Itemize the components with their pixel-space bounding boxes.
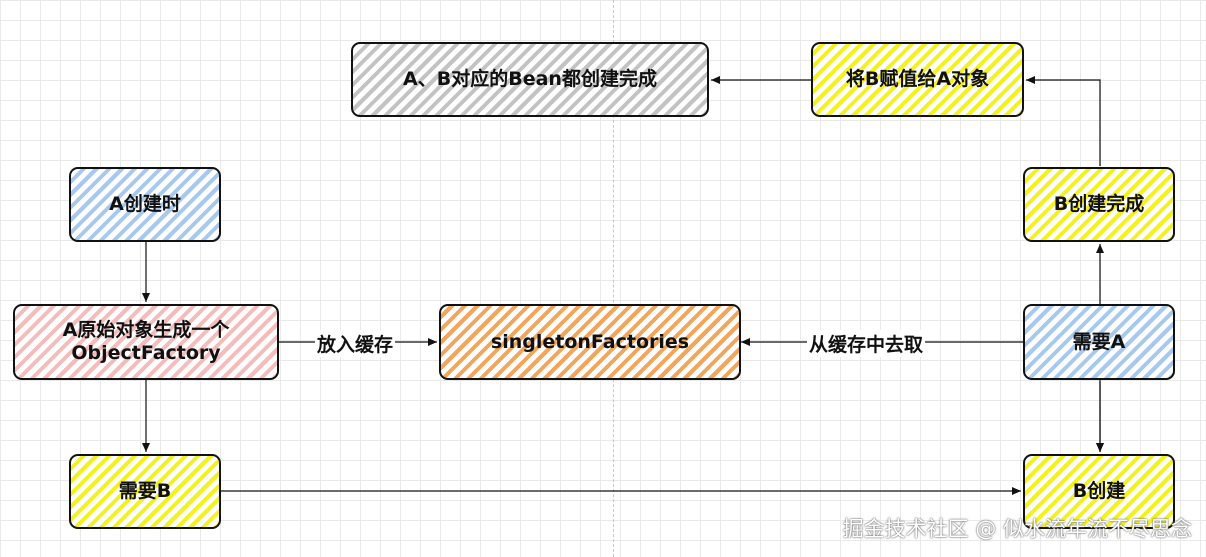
node-need-b-label: 需要B: [118, 480, 172, 503]
node-a-objectfactory: A原始对象生成一个 ObjectFactory: [13, 304, 279, 380]
node-a-create-label: A创建时: [109, 193, 181, 216]
node-b-done: B创建完成: [1023, 167, 1175, 242]
node-b-create: B创建: [1023, 454, 1175, 529]
node-assign-b-to-a-label: 将B赋值给A对象: [845, 68, 990, 91]
node-need-a-label: 需要A: [1072, 330, 1126, 353]
node-singleton-factories: singletonFactories: [439, 304, 741, 380]
node-singleton-factories-label: singletonFactories: [490, 330, 690, 353]
node-b-done-label: B创建完成: [1053, 193, 1145, 216]
node-a-create: A创建时: [69, 167, 221, 242]
node-all-done-label: A、B对应的Bean都创建完成: [403, 68, 657, 91]
node-a-objectfactory-line1: A原始对象生成一个: [62, 319, 230, 342]
node-need-a: 需要A: [1023, 304, 1175, 380]
center-guide-line: [613, 0, 614, 557]
node-assign-b-to-a: 将B赋值给A对象: [811, 42, 1024, 117]
node-b-create-label: B创建: [1072, 480, 1126, 503]
node-all-done: A、B对应的Bean都创建完成: [351, 42, 709, 117]
edge-b-done-to-assign: [1026, 76, 1101, 166]
node-a-objectfactory-line2: ObjectFactory: [71, 342, 221, 364]
watermark-text: 掘金技术社区 @ 似水流年流不尽思念: [842, 517, 1192, 541]
node-need-b: 需要B: [69, 454, 221, 529]
edge-label-put-cache: 放入缓存: [315, 330, 396, 357]
edge-label-get-from-cache: 从缓存中去取: [807, 330, 926, 357]
